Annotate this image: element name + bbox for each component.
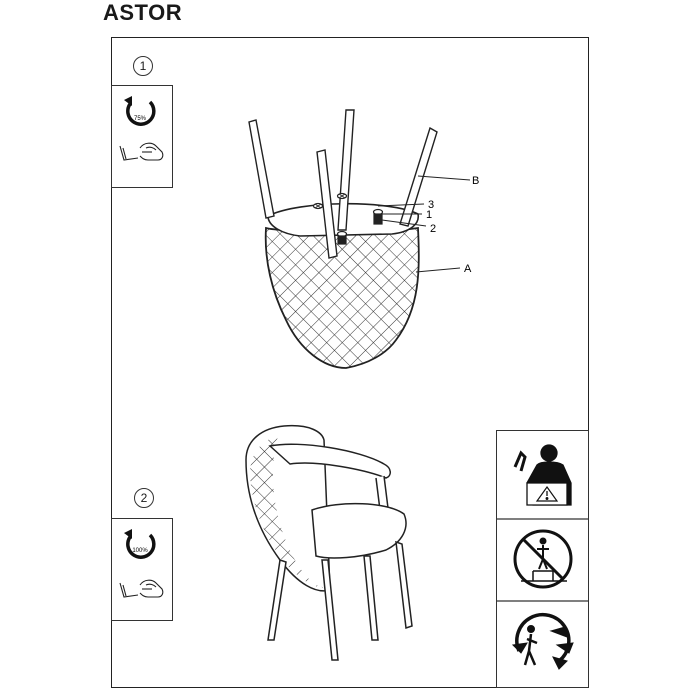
rotate-arrow-icon (124, 96, 156, 126)
instruction-frame (111, 37, 589, 688)
part-label-1: 1 (426, 209, 432, 221)
rotate-arrow-icon (124, 529, 156, 559)
recycle-waste-icon (511, 612, 574, 670)
part-label-A: A (464, 263, 472, 275)
part-label-2: 2 (430, 223, 436, 235)
step-2-tool-icons: 100% (119, 529, 164, 598)
part-label-B: B (472, 175, 479, 187)
step-2-torque-label: 100% (132, 548, 148, 554)
allen-key-hand-icon (119, 579, 164, 598)
step-1-number: 1 (133, 56, 153, 76)
upside-down-chair (248, 109, 471, 369)
step-2-number: 2 (134, 488, 154, 508)
read-instructions-warning-icon (513, 444, 572, 506)
step-1-tool-panel: 75% (111, 85, 173, 188)
leader-lines (377, 175, 471, 273)
mounting-bolts (312, 192, 384, 245)
step-1-tool-icons: 75% (119, 96, 164, 161)
step-2-tool-panel: 100% (111, 518, 173, 621)
safety-warning-icons (497, 444, 589, 670)
product-title: ASTOR (103, 0, 183, 25)
no-standing-on-chair-icon (513, 529, 573, 589)
safety-warning-panel (496, 430, 589, 688)
chair-seat (311, 502, 407, 559)
part-label-3: 3 (428, 199, 434, 211)
assembled-chair (245, 424, 413, 661)
allen-key-hand-icon (119, 142, 164, 161)
chair-legs (267, 540, 413, 661)
chair-legs-B (248, 109, 438, 259)
step-1-torque-label: 75% (134, 116, 147, 122)
chair-armrest (268, 443, 391, 511)
